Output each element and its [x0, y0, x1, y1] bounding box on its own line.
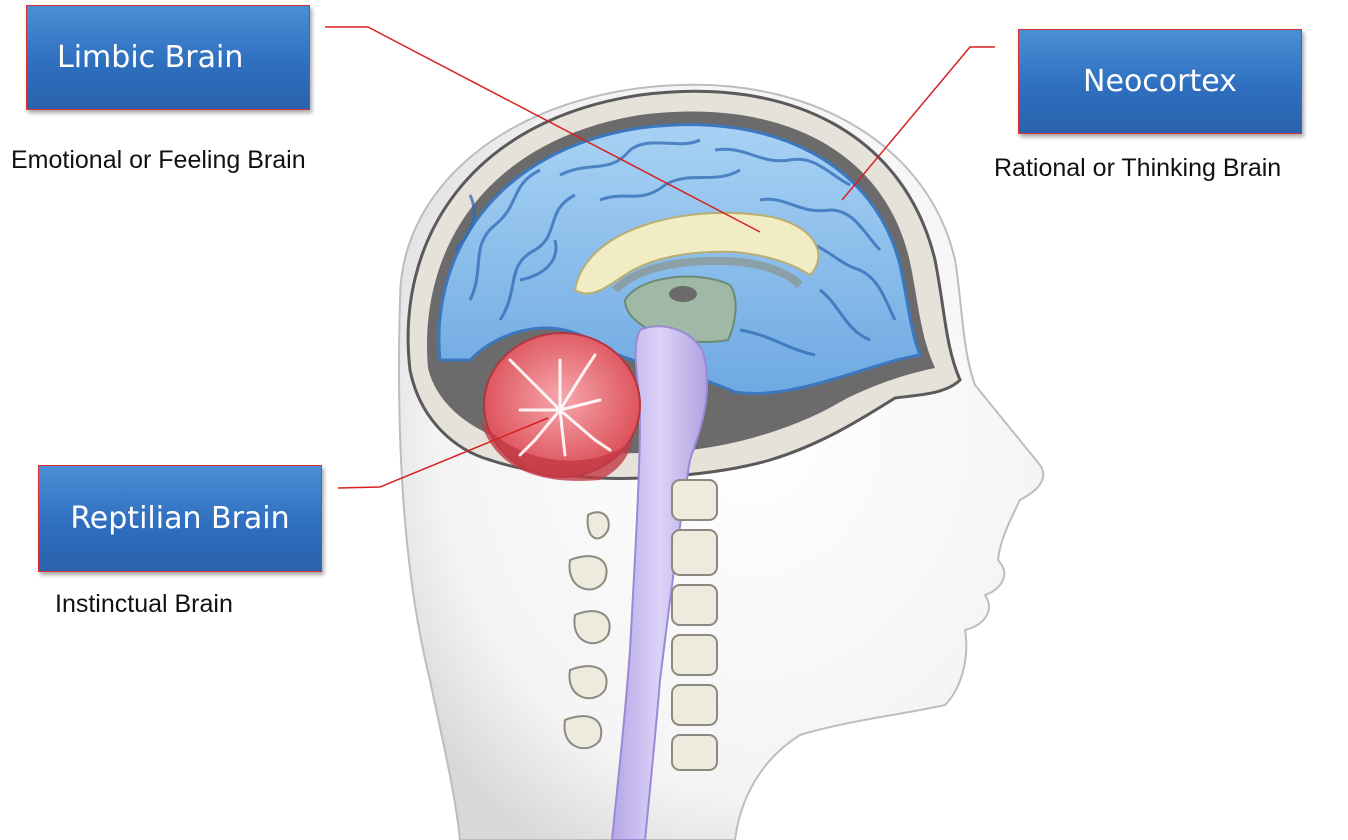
gyri: [453, 138, 897, 357]
neocortex-title: Neocortex: [1083, 64, 1237, 99]
neocortex-label: Neocortex: [1018, 29, 1302, 134]
leader-line-limbic: [325, 26, 761, 233]
reptilian-brain-label: Reptilian Brain: [38, 465, 322, 572]
leader-line-neocortex: [841, 46, 995, 201]
vertebrae: [563, 479, 718, 771]
leader-lines: [325, 26, 995, 489]
reptilian-brain-title: Reptilian Brain: [70, 501, 290, 536]
limbic-region: [573, 211, 820, 295]
cerebellum: [480, 332, 641, 481]
neocortex-caption: Rational or Thinking Brain: [994, 154, 1282, 182]
limbic-brain-title: Limbic Brain: [57, 40, 244, 75]
limbic-brain-label: Limbic Brain: [26, 5, 310, 110]
brainstem: [610, 325, 709, 840]
limbic-brain-caption: Emotional or Feeling Brain: [11, 146, 306, 174]
leader-line-reptilian: [337, 417, 549, 489]
reptilian-brain-caption: Instinctual Brain: [55, 590, 233, 618]
